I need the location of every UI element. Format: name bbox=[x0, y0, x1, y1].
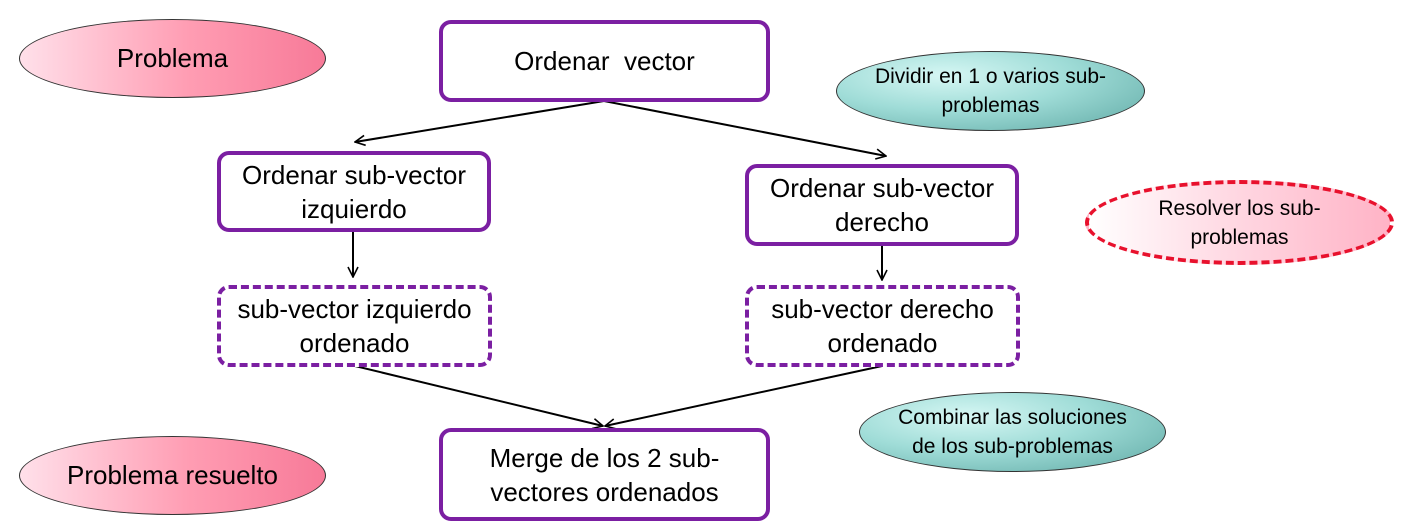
root-box-label: Ordenar vector bbox=[514, 46, 695, 76]
right-sorted-box: sub-vector derecho ordenado bbox=[745, 285, 1020, 367]
arrow-left-sorted-to-merge bbox=[354, 365, 603, 426]
root-box: Ordenar vector bbox=[439, 20, 770, 102]
resolve-ellipse: Resolver los sub- problemas bbox=[1085, 180, 1394, 265]
merge-line2: vectores ordenados bbox=[490, 476, 719, 507]
left-subvector-box: Ordenar sub-vector izquierdo bbox=[217, 151, 491, 232]
combine-label-line2: de los sub-problemas bbox=[912, 435, 1113, 458]
solved-problem-ellipse: Problema resuelto bbox=[19, 436, 326, 515]
merge-line1: Merge de los 2 sub- bbox=[489, 442, 720, 473]
combine-label-line1: Combinar las soluciones bbox=[898, 406, 1127, 429]
divide-label-line1: Dividir en 1 o varios sub- bbox=[874, 65, 1107, 88]
arrow-root-to-left bbox=[355, 100, 605, 142]
left-subvector-line1: Ordenar sub-vector bbox=[242, 159, 466, 190]
right-subvector-line2: derecho bbox=[835, 207, 929, 237]
left-sorted-line1: sub-vector izquierdo bbox=[237, 294, 472, 324]
problem-label: Problema bbox=[116, 43, 229, 73]
arrow-right-sorted-to-merge bbox=[605, 365, 883, 426]
divide-label-line2: problemas bbox=[941, 94, 1040, 117]
combine-ellipse: Combinar las soluciones de los sub-probl… bbox=[859, 392, 1166, 472]
left-sorted-box: sub-vector izquierdo ordenado bbox=[217, 285, 492, 367]
resolve-label-line2: problemas bbox=[1190, 225, 1289, 249]
right-sorted-line1: sub-vector derecho bbox=[771, 294, 994, 324]
right-subvector-line1: Ordenar sub-vector bbox=[770, 173, 994, 203]
left-sorted-line2: ordenado bbox=[299, 328, 410, 358]
merge-box: Merge de los 2 sub- vectores ordenados bbox=[439, 428, 770, 521]
right-subvector-box: Ordenar sub-vector derecho bbox=[745, 164, 1019, 246]
arrow-root-to-right bbox=[603, 100, 886, 156]
solved-problem-label: Problema resuelto bbox=[67, 460, 278, 490]
problem-ellipse: Problema bbox=[19, 19, 326, 98]
left-subvector-line2: izquierdo bbox=[301, 193, 407, 224]
resolve-label-line1: Resolver los sub- bbox=[1158, 196, 1321, 220]
right-sorted-line2: ordenado bbox=[827, 328, 938, 358]
divide-ellipse: Dividir en 1 o varios sub- problemas bbox=[836, 51, 1145, 131]
